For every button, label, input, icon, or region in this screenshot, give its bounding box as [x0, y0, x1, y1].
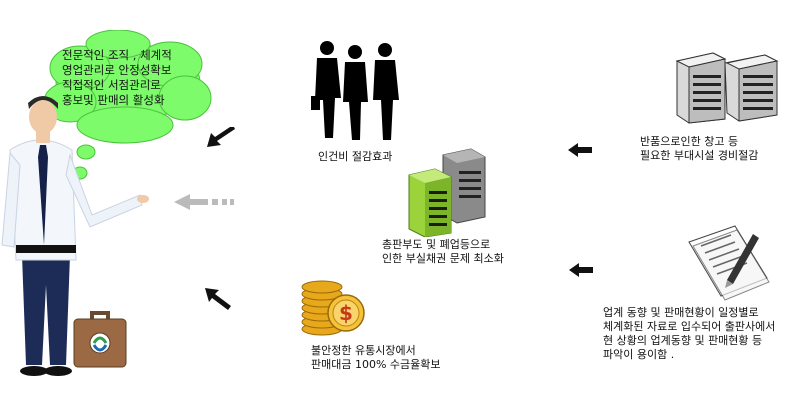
label-cash: 불안정한 유통시장에서 판매대금 100% 수금율확보	[311, 344, 441, 372]
businessman	[0, 95, 150, 385]
businessman-icon	[1, 96, 149, 376]
server-icon	[675, 52, 779, 124]
arrow-icon	[174, 194, 234, 210]
bubble-line: 직접적인 서점관리로	[62, 78, 161, 92]
business-group	[305, 38, 405, 142]
arrow-icon	[207, 127, 235, 147]
label-bad-debt: 총판부도 및 폐업등으로 인한 부실채권 문제 최소화	[382, 238, 504, 266]
label-line: 업계 동향 및 판매현황이 일정별로	[603, 306, 759, 319]
thought-bubble: 전문적인 조직 , 체계적 영업관리로 안정성확보 직접적인 서점관리로 홍보및…	[40, 30, 220, 200]
label-line: 판매대금 100% 수금율확보	[311, 358, 441, 371]
label-line: 인건비 절감효과	[318, 150, 393, 163]
label-line: 불안정한 유통시장에서	[311, 344, 416, 357]
business-group-icon	[311, 41, 399, 140]
arrow-icon	[568, 143, 592, 157]
office-buildings	[405, 145, 493, 237]
label-line: 반품으로인한 창고 등	[640, 135, 739, 148]
servers	[673, 45, 783, 125]
coins: $	[298, 275, 370, 339]
arrow-icon	[205, 288, 231, 310]
label-labor: 인건비 절감효과	[318, 150, 392, 164]
label-line: 파악이 용이함 .	[603, 348, 675, 361]
bubble-line: 홍보및 판매의 활성화	[62, 93, 165, 107]
bubble-line: 전문적인 조직 , 체계적	[62, 48, 172, 62]
briefcase-icon	[73, 311, 127, 368]
label-line: 필요한 부대시설 경비절감	[640, 149, 759, 162]
label-line: 인한 부실채권 문제 최소화	[382, 252, 504, 265]
bubble-text: 전문적인 조직 , 체계적 영업관리로 안정성확보 직접적인 서점관리로 홍보및…	[62, 48, 172, 108]
svg-text:$: $	[339, 301, 353, 325]
briefcase	[70, 305, 130, 373]
label-returns: 반품으로인한 창고 등 필요한 부대시설 경비절감	[640, 135, 758, 163]
thought-bubble-icon	[43, 30, 212, 180]
arrow-icon	[569, 263, 593, 277]
label-line: 총판부도 및 폐업등으로	[382, 238, 491, 251]
office-buildings-icon	[408, 148, 486, 237]
bubble-line: 영업관리로 안정성확보	[62, 63, 172, 77]
label-trend: 업계 동향 및 판매현황이 일정별로 체계화된 자료로 입수되어 출판사에서 현…	[603, 306, 775, 362]
document	[683, 222, 773, 302]
coins-icon: $	[301, 280, 365, 336]
label-line: 현 상황의 업계동향 및 판매현황 등	[603, 334, 763, 347]
label-line: 체계화된 자료로 입수되어 출판사에서	[603, 320, 776, 333]
document-pen-icon	[688, 225, 770, 301]
